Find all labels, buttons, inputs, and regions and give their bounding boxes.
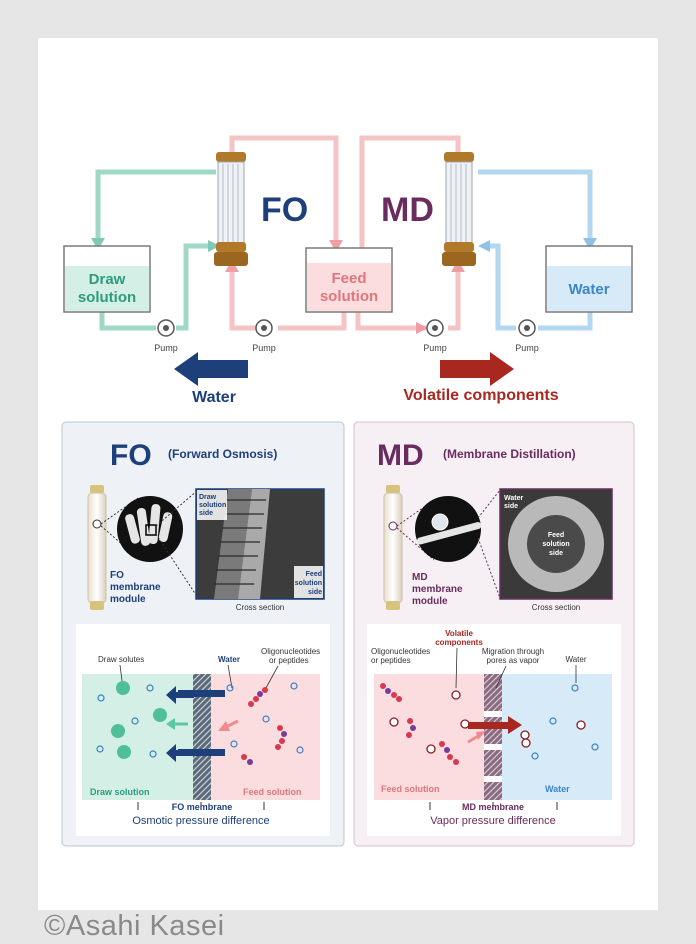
draw-tank-label-1: Draw — [89, 271, 126, 288]
fo-panel-abbr: FO — [110, 439, 152, 472]
draw-solution-label: Draw solution — [90, 787, 150, 797]
md-panel-abbr: MD — [377, 439, 424, 472]
sem-feed-label-2: solution — [295, 580, 322, 587]
water-tank-label: Water — [568, 281, 609, 298]
water-tank: Water — [545, 245, 633, 313]
fo-module-label-3: module — [110, 594, 146, 605]
feed-tank-label-1: Feed — [331, 270, 366, 287]
pump-label: Pump — [154, 343, 178, 353]
fo-schematic: Draw solutes Water Oligonucleotides or p… — [76, 624, 330, 836]
md-oligo-label-1: Oligonucleotides — [371, 647, 430, 656]
md-cross-section-label: Cross section — [532, 603, 580, 612]
draw-loop-pipes — [95, 169, 216, 331]
fo-cross-section-label: Cross section — [236, 603, 284, 612]
fo-panel: FO (Forward Osmosis) FO membrane module — [61, 421, 345, 847]
md-schematic: Oligonucleotides or peptides Volatile co… — [367, 624, 621, 836]
fiber-closeup — [117, 496, 183, 562]
md-oligo-icons — [380, 683, 459, 765]
vapor-pressure-label: Vapor pressure difference — [430, 815, 556, 827]
sem-draw-label-2: solution — [199, 502, 226, 509]
volatile-component-icons — [389, 690, 586, 754]
draw-solute-icons — [111, 681, 167, 759]
feed-solution-label: Feed solution — [243, 787, 302, 797]
md-oligo-label-2: or peptides — [371, 656, 411, 665]
fo-title: FO — [261, 191, 308, 229]
md-water-side-label: Water — [545, 784, 570, 794]
md-panel-full: (Membrane Distillation) — [443, 447, 576, 461]
pump-icon: Pump — [515, 319, 539, 353]
sem-feed-md-label-1: Feed — [548, 532, 564, 539]
sem-feed-md-label-3: side — [549, 550, 563, 557]
fo-module-label-1: FO — [110, 570, 124, 581]
volatile-label-2: components — [435, 638, 483, 647]
pump-icon: Pump — [154, 319, 178, 353]
oligo-icons — [241, 687, 287, 765]
draw-solutes-label: Draw solutes — [98, 655, 144, 664]
md-module-photo — [383, 485, 403, 610]
md-module-icon — [442, 152, 476, 266]
md-membrane-label: MD membrane — [462, 802, 524, 812]
process-diagram: FO MD Draw solution Feed solution Water … — [61, 135, 635, 847]
water-loop-arrowheads — [478, 238, 597, 252]
volatile-label-1: Volatile — [445, 629, 473, 638]
osmotic-pressure-label: Osmotic pressure difference — [132, 815, 269, 827]
fo-module-label-2: membrane — [110, 582, 161, 593]
feed-solution-tank: Feed solution — [305, 247, 393, 313]
sem-feed-label-3: side — [308, 589, 322, 596]
md-module-label-3: module — [412, 596, 448, 607]
fo-membrane-label: FO membrane — [172, 802, 233, 812]
pump-icon: Pump — [252, 319, 276, 353]
feed-loop-pipes — [229, 135, 461, 331]
volatile-arrow-icon — [440, 352, 514, 386]
fo-module-photo — [87, 485, 107, 610]
water-arrow-icon — [174, 352, 248, 386]
md-title: MD — [381, 191, 434, 229]
feed-tank-label-2: solution — [320, 288, 378, 305]
fo-membrane-icon — [193, 674, 211, 800]
md-water-molecule-icons — [531, 684, 599, 760]
oligo-label-1: Oligonucleotides — [261, 647, 320, 656]
water-label: Water — [218, 655, 240, 664]
draw-loop-arrowheads — [91, 238, 220, 252]
droplet-closeup — [415, 496, 482, 562]
md-module-label-1: MD — [412, 572, 428, 583]
volatile-arrow-label: Volatile components — [403, 387, 558, 404]
figure-card: FO MD Draw solution Feed solution Water … — [38, 38, 658, 910]
md-membrane-icon — [484, 674, 502, 800]
draw-solution-tank: Draw solution — [63, 245, 151, 313]
md-water-label: Water — [565, 655, 586, 664]
sem-water-label-2: side — [504, 503, 518, 510]
fo-module-icon — [214, 152, 248, 266]
pump-label: Pump — [252, 343, 276, 353]
draw-tank-label-2: solution — [78, 289, 136, 306]
sem-draw-label-3: side — [199, 510, 213, 517]
pump-icon: Pump — [423, 319, 447, 353]
md-module-label-2: membrane — [412, 584, 463, 595]
sem-draw-label-1: Draw — [199, 494, 217, 501]
pump-label: Pump — [423, 343, 447, 353]
process-flow: FO MD Draw solution Feed solution Water … — [63, 135, 633, 406]
water-molecule-icons — [96, 682, 304, 758]
md-sem-image: Water side Feed solution side — [499, 488, 613, 600]
fo-panel-full: (Forward Osmosis) — [168, 447, 277, 461]
pump-label: Pump — [515, 343, 539, 353]
copyright-text: ©Asahi Kasei — [44, 910, 225, 942]
water-loop-pipes — [478, 169, 593, 331]
migration-label-2: pores as vapor — [487, 656, 540, 665]
md-panel: MD (Membrane Distillation) MD membrane m… — [353, 421, 635, 847]
migration-label-1: Migration through — [482, 647, 544, 656]
fo-sem-image: Draw solution side Feed solution side — [195, 488, 325, 600]
water-arrow-label: Water — [192, 389, 236, 406]
md-feed-solution-label: Feed solution — [381, 784, 440, 794]
sem-feed-md-label-2: solution — [542, 541, 569, 548]
sem-water-label-1: Water — [504, 495, 523, 502]
oligo-label-2: or peptides — [269, 656, 309, 665]
sem-feed-label-1: Feed — [306, 571, 322, 578]
